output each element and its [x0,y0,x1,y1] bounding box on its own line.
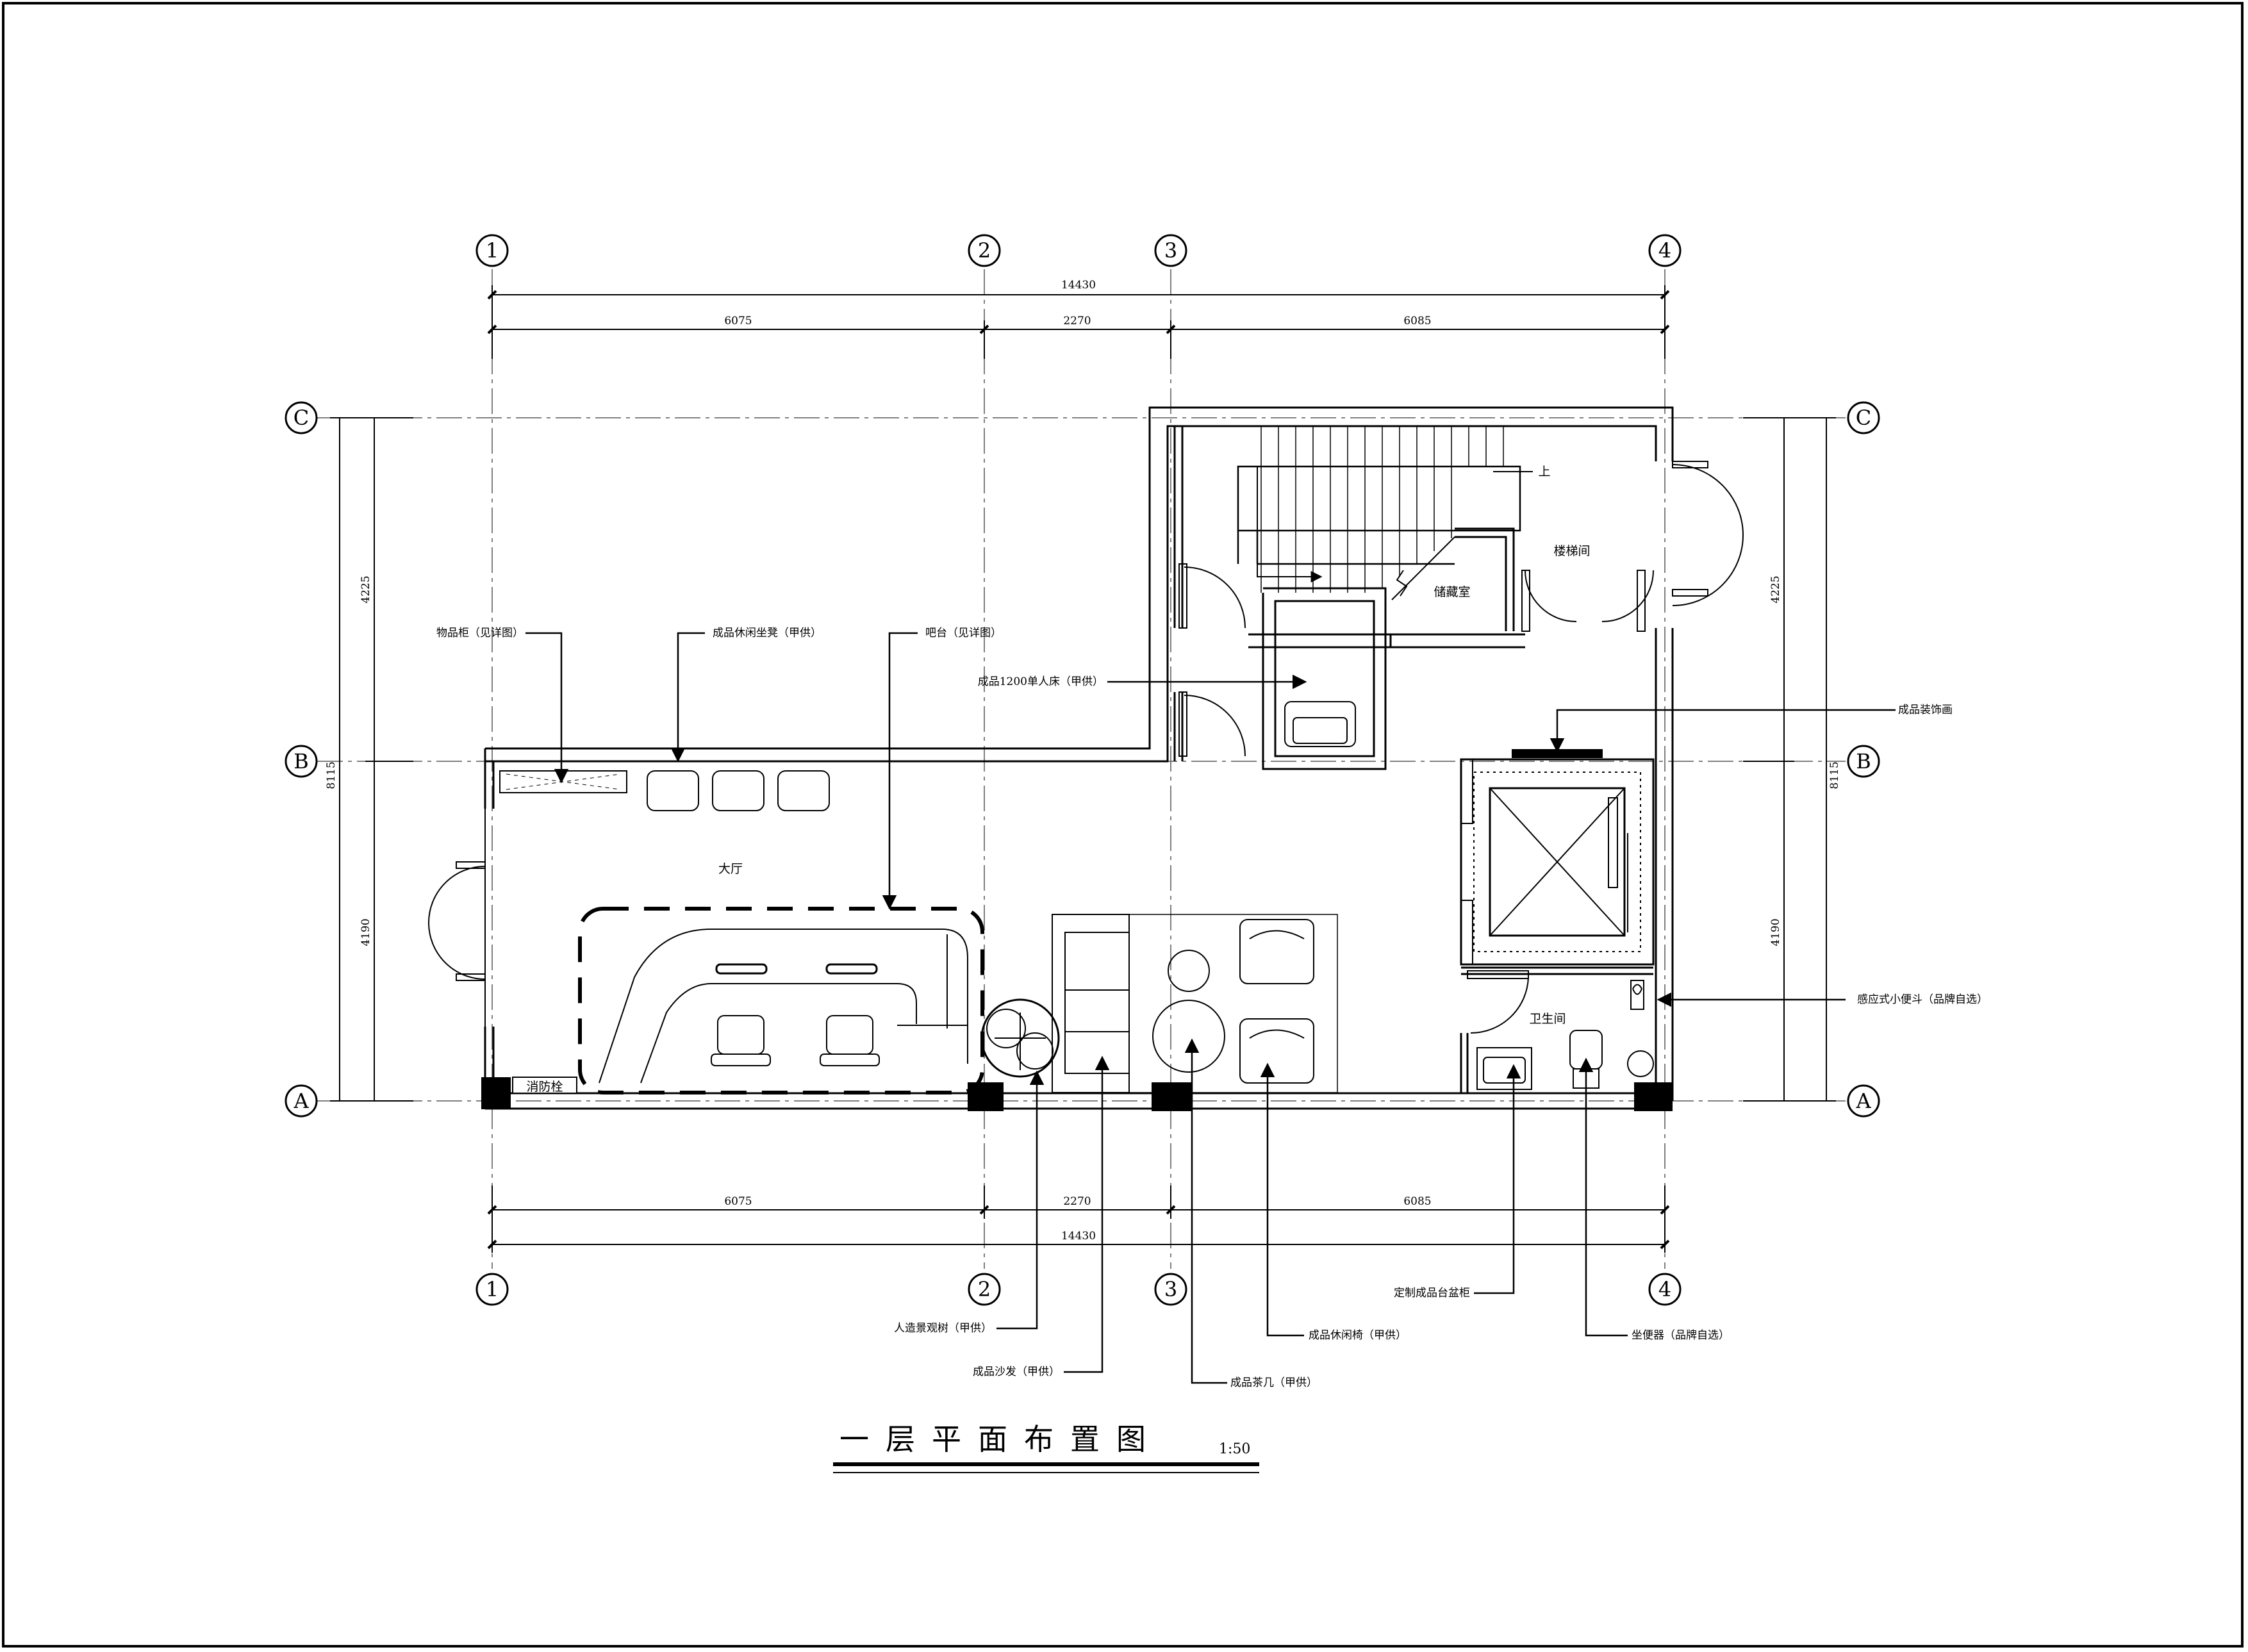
axis-bubble-row-c-left: C [285,401,318,434]
svg-text:B: B [293,749,309,773]
svg-text:1: 1 [486,238,499,263]
dim-right-total: 8115 [1828,761,1841,789]
label-basin: 定制成品台盆柜 [1394,1287,1470,1300]
svg-text:A: A [1855,1089,1871,1113]
svg-text:A: A [293,1089,309,1113]
svg-text:3: 3 [1164,1277,1177,1301]
room-toilet: 卫生间 [1529,1012,1566,1026]
room-storage: 储藏室 [1434,585,1470,599]
axis-bubble-row-a-left: A [285,1084,318,1118]
label-sofa: 成品沙发（甲供） [973,1366,1060,1378]
label-urinal: 感应式小便斗（品牌自选） [1857,993,1988,1006]
axis-bubble-col-3-top: 3 [1154,234,1187,267]
fire-hydrant: 消防栓 [512,1077,577,1094]
room-hall: 大厅 [718,862,743,876]
label-tree: 人造景观树（甲供） [894,1322,992,1335]
dim-bottom-span-3: 6085 [1403,1195,1431,1208]
label-cabinet: 物品柜（见详图） [436,627,524,640]
axis-bubble-row-c-right: C [1847,401,1880,434]
dim-left-span-2: 4190 [360,918,372,946]
lobby-furniture [499,701,1356,1094]
svg-text:2: 2 [978,1277,991,1301]
dim-bottom-span-1: 6075 [724,1195,752,1208]
dim-top-span-2: 2270 [1063,315,1091,327]
axis-bubbles: 1 2 3 4 1 2 3 4 C B A C B A [285,234,1880,1306]
label-chair: 成品休闲椅（甲供） [1309,1329,1407,1342]
label-toilet-seat: 坐便器（品牌自选） [1632,1329,1730,1342]
room-labels: 大厅 楼梯间 储藏室 卫生间 上 [718,465,1591,1026]
label-bar: 吧台（见详图） [925,627,1002,640]
svg-text:B: B [1856,749,1871,773]
axis-grid [317,269,1846,1269]
label-bed: 成品1200单人床（甲供） [978,675,1103,688]
svg-text:C: C [1856,406,1871,430]
dimension-texts: 14430 6075 2270 6085 6075 2270 6085 1443… [325,279,1841,1243]
dim-top-span-3: 6085 [1403,315,1431,327]
axis-bubble-col-4-top: 4 [1648,234,1682,267]
leader-lines [525,632,1896,1384]
stair-flight [1237,426,1533,600]
svg-text:4: 4 [1658,1277,1671,1301]
svg-text:1: 1 [486,1277,499,1301]
dim-left-total: 8115 [325,761,338,789]
title-text: 一层平面布置图 [839,1422,1162,1457]
label-tea-table: 成品茶几（甲供） [1230,1376,1318,1389]
svg-text:C: C [293,406,309,430]
svg-text:2: 2 [978,238,991,263]
stair-up-mark: 上 [1538,465,1550,479]
axis-bubble-col-2-bottom: 2 [968,1273,1001,1306]
dim-right-span-1: 4225 [1769,575,1782,603]
svg-text:4: 4 [1658,238,1671,263]
svg-text:3: 3 [1164,238,1177,263]
dim-bottom-span-2: 2270 [1063,1195,1091,1208]
dimension-ticks [487,290,1670,1250]
toilet-fixtures [1476,980,1654,1090]
axis-bubble-row-a-right: A [1847,1084,1880,1118]
room-stair: 楼梯间 [1553,544,1590,558]
axis-bubble-row-b-right: B [1847,745,1880,778]
elevator [1460,749,1655,966]
label-stool: 成品休闲坐凳（甲供） [713,627,822,640]
dim-right-span-2: 4190 [1769,918,1782,946]
doors [428,461,1744,1034]
axis-bubble-col-4-bottom: 4 [1648,1273,1682,1306]
walls [484,406,1674,1110]
dim-left-span-1: 4225 [360,575,372,603]
svg-text:消防栓: 消防栓 [526,1080,563,1094]
axis-bubble-col-1-top: 1 [475,234,509,267]
axis-bubble-col-1-bottom: 1 [475,1273,509,1306]
axis-bubble-col-2-top: 2 [968,234,1001,267]
structural-columns [481,1077,1673,1111]
dimension-lines [330,285,1836,1253]
axis-bubble-col-3-bottom: 3 [1154,1273,1187,1306]
label-painting: 成品装饰画 [1898,704,1953,716]
drawing-title: 一层平面布置图 1:50 [833,1422,1259,1473]
title-scale: 1:50 [1219,1441,1250,1457]
annotation-labels: 物品柜（见详图） 成品休闲坐凳（甲供） 吧台（见详图） 成品1200单人床（甲供… [436,627,1988,1389]
dim-top-span-1: 6075 [724,315,752,327]
dim-bottom-total: 14430 [1061,1230,1096,1243]
dim-top-total: 14430 [1061,279,1096,292]
axis-bubble-row-b-left: B [285,745,318,778]
